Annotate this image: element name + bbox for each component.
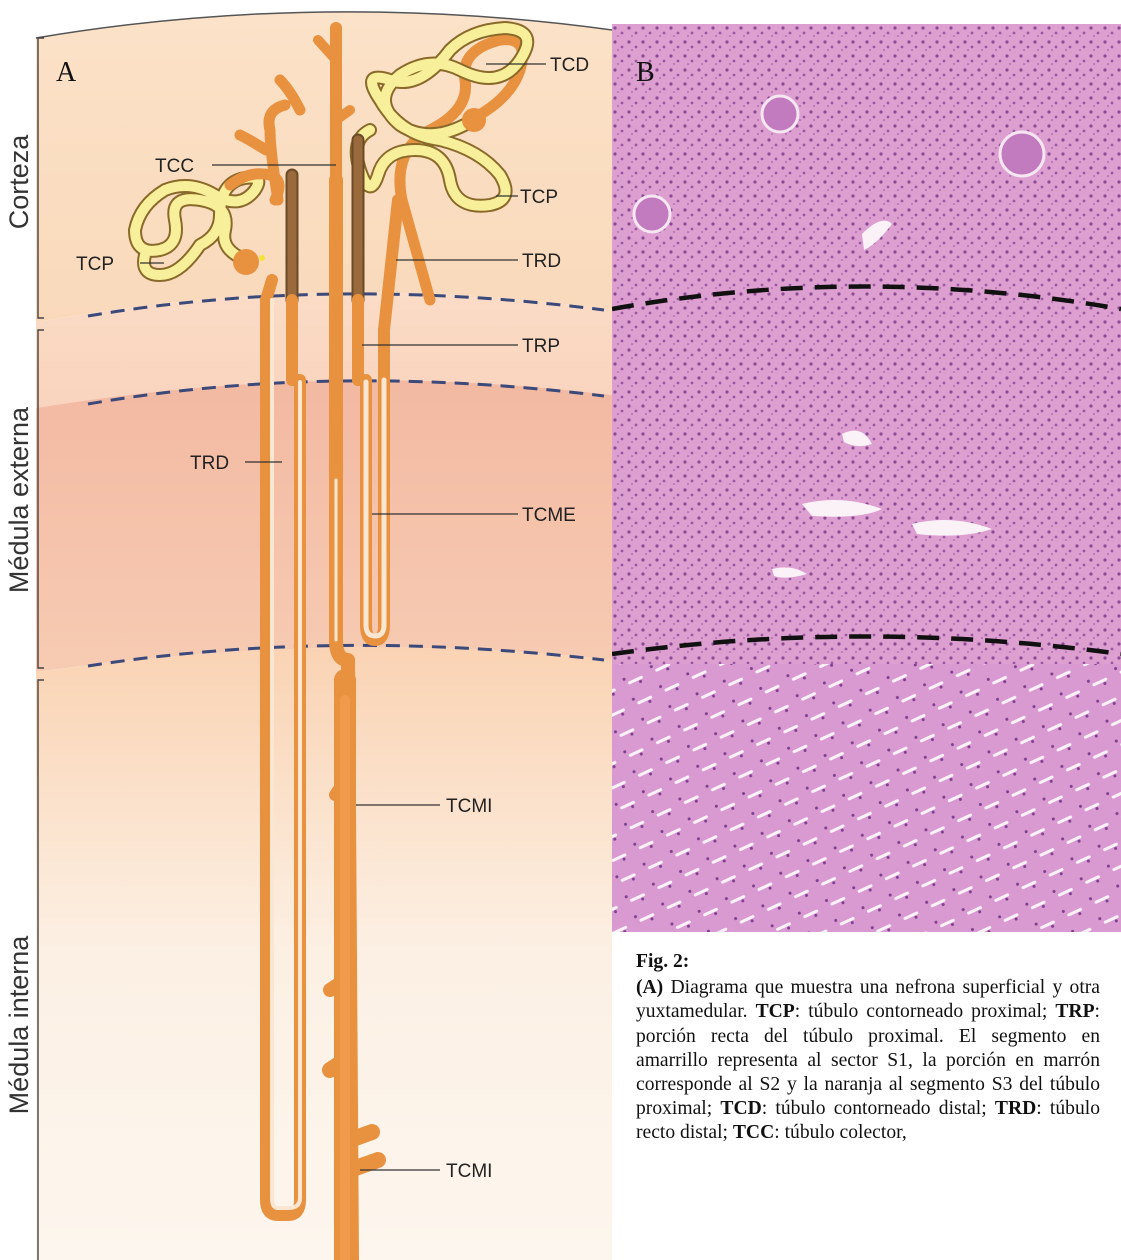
caption-abbr-tcp: TCP	[756, 1001, 795, 1022]
macula-densa	[259, 255, 265, 261]
outer-medulla-stripe-b	[36, 380, 612, 672]
histology-micrograph: B	[612, 24, 1121, 932]
label-trd-left: TRD	[190, 453, 229, 474]
label-tcd: TCD	[550, 55, 589, 76]
caption-abbr-trd: TRD	[995, 1098, 1036, 1119]
caption-text-6: : túbulo colector,	[774, 1122, 907, 1143]
figure-caption: Fig. 2: (A) Diagrama que muestra una nef…	[636, 950, 1100, 1146]
label-tcmi-lower: TCMI	[446, 1161, 492, 1182]
caption-text-4: : túbulo contorneado distal;	[762, 1098, 995, 1119]
caption-abbr-tcd: TCD	[720, 1098, 761, 1119]
panel-a-letter: A	[56, 57, 77, 88]
caption-text-2: : túbulo contorneado proximal;	[795, 1001, 1056, 1022]
inner-medulla-tissue	[612, 664, 1121, 932]
panel-b-letter: B	[636, 57, 655, 88]
label-tcp-right: TCP	[520, 187, 558, 208]
label-tcme: TCME	[522, 505, 576, 526]
caption-abbr-trp: TRP	[1055, 1001, 1094, 1022]
juxtamedullary-glomerulus	[233, 249, 259, 275]
zone-label-inner-medulla: Médula interna	[4, 935, 34, 1115]
label-tcmi-upper: TCMI	[446, 796, 492, 817]
caption-lead: (A)	[636, 977, 663, 998]
nephron-diagram: A TCD TCC TCP TCP TRD TRP TRD TCME TCMI …	[0, 0, 612, 1260]
inner-medulla-region	[36, 648, 612, 1260]
label-tcp-left: TCP	[76, 254, 114, 275]
caption-abbr-tcc: TCC	[733, 1122, 774, 1143]
superficial-glomerulus	[462, 108, 486, 132]
label-tcc: TCC	[155, 156, 194, 177]
label-trd-upper: TRD	[522, 251, 561, 272]
label-trp: TRP	[522, 336, 560, 357]
zone-label-outer-medulla: Médula externa	[4, 406, 34, 593]
zone-label-cortex: Corteza	[4, 134, 34, 230]
figure-number: Fig. 2:	[636, 950, 1100, 974]
